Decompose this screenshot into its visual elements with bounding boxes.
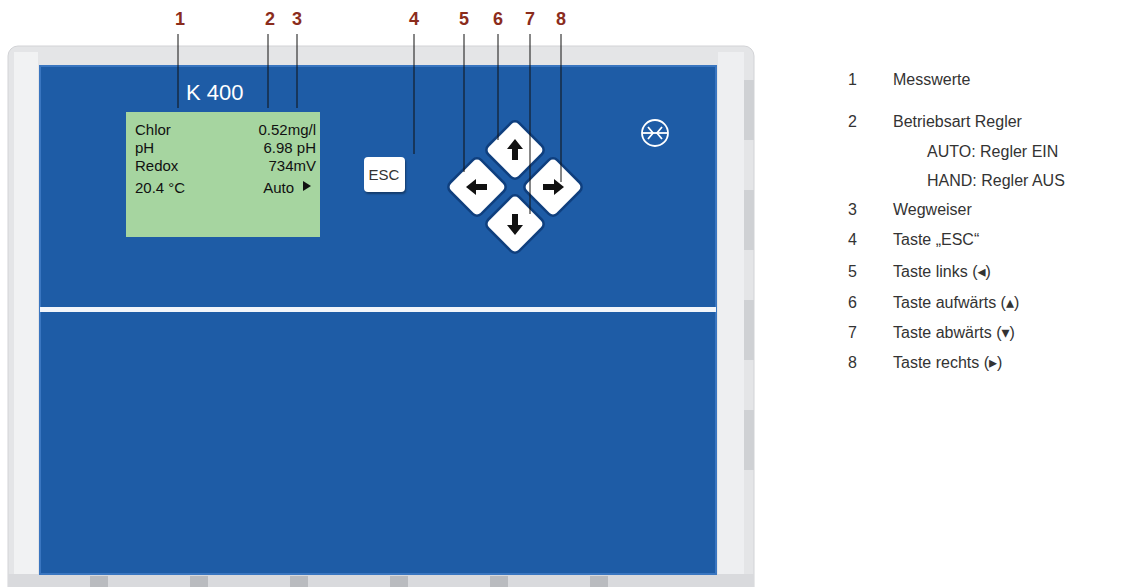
housing-notch [744, 410, 754, 470]
leader-line [178, 34, 179, 108]
front-panel [40, 66, 716, 574]
legend-text: Taste aufwärts (▴) [893, 295, 1019, 311]
arrow-keypad [446, 119, 584, 255]
measure-name: pH [135, 140, 154, 155]
cable-gland [490, 576, 508, 587]
cable-gland [290, 576, 308, 587]
legend-number: 5 [848, 264, 857, 280]
logo-ring [642, 120, 668, 146]
leader-line [530, 34, 531, 214]
key-down [484, 193, 546, 255]
leader-line [498, 34, 499, 140]
measure-value: 0.52mg/l [258, 122, 316, 137]
temperature-value: 20.4 °C [135, 180, 185, 195]
key-label: ESC [369, 167, 400, 182]
legend-text: Wegweiser [893, 202, 972, 218]
callout-number: 4 [409, 10, 419, 28]
callout-number: 5 [459, 10, 469, 28]
pointer-arrow-shape [303, 181, 311, 191]
legend-text: Taste rechts (▸) [893, 355, 1002, 371]
panel-divider [40, 307, 716, 312]
measure-value: 734mV [268, 158, 316, 173]
legend-number: 4 [848, 232, 857, 248]
leader-line [464, 34, 465, 172]
housing-notch [744, 190, 754, 250]
housing-right-edge [718, 52, 744, 587]
logo-line [642, 132, 668, 134]
leader-line [414, 34, 415, 154]
front-panel-node: K 400Chlor 0.52mg/l pH 6.98 pH Redox 734mV 20.… [40, 66, 716, 574]
pointer-arrow [302, 180, 312, 192]
leader-line [561, 34, 562, 182]
leader-line [268, 34, 269, 108]
callout-number: 3 [292, 10, 302, 28]
legend-text: Betriebsart Regler [893, 114, 1022, 130]
legend-number: 2 [848, 114, 857, 130]
key-arrow [507, 214, 523, 235]
legend-number: 6 [848, 295, 857, 311]
cable-gland [90, 576, 108, 587]
cable-gland [190, 576, 208, 587]
housing-bottom [8, 574, 754, 587]
housing-frame [8, 46, 754, 587]
callout-number: 1 [175, 10, 185, 28]
measure-name: Redox [135, 158, 178, 173]
callout-number: 7 [525, 10, 535, 28]
leader-line [297, 34, 298, 108]
key-arrow [507, 139, 523, 160]
legend-number: 1 [848, 72, 857, 88]
esc-key: ESC [364, 157, 405, 192]
callout-number: 2 [265, 10, 275, 28]
mode-value: Auto [263, 180, 294, 195]
key-cap [484, 193, 546, 255]
cable-gland [390, 576, 408, 587]
maker-logo [642, 120, 668, 146]
logo-arrows [648, 127, 662, 139]
legend-number: 8 [848, 355, 857, 371]
legend-number: 3 [848, 202, 857, 218]
device-name: K 400 [186, 82, 244, 104]
legend-text: Messwerte [893, 72, 970, 88]
legend-text: AUTO: Regler EIN [927, 144, 1058, 160]
measure-value: 6.98 pH [263, 140, 316, 155]
legend-number: 7 [848, 325, 857, 341]
legend-text: Taste „ESC“ [893, 232, 979, 248]
callout-number: 8 [556, 10, 566, 28]
callout-number: 6 [493, 10, 503, 28]
cable-gland [590, 576, 608, 587]
legend-text: Taste abwärts (▾) [893, 325, 1015, 341]
housing-notch [744, 300, 754, 360]
measure-name: Chlor [135, 122, 171, 137]
legend-text: Taste links (◂) [893, 264, 991, 280]
lcd-display: Chlor 0.52mg/l pH 6.98 pH Redox 734mV 20.4 °C A… [126, 112, 320, 237]
housing-notch [744, 80, 754, 140]
housing-left-edge [14, 52, 38, 587]
legend-text: HAND: Regler AUS [927, 173, 1065, 189]
key-arrow [466, 179, 487, 195]
